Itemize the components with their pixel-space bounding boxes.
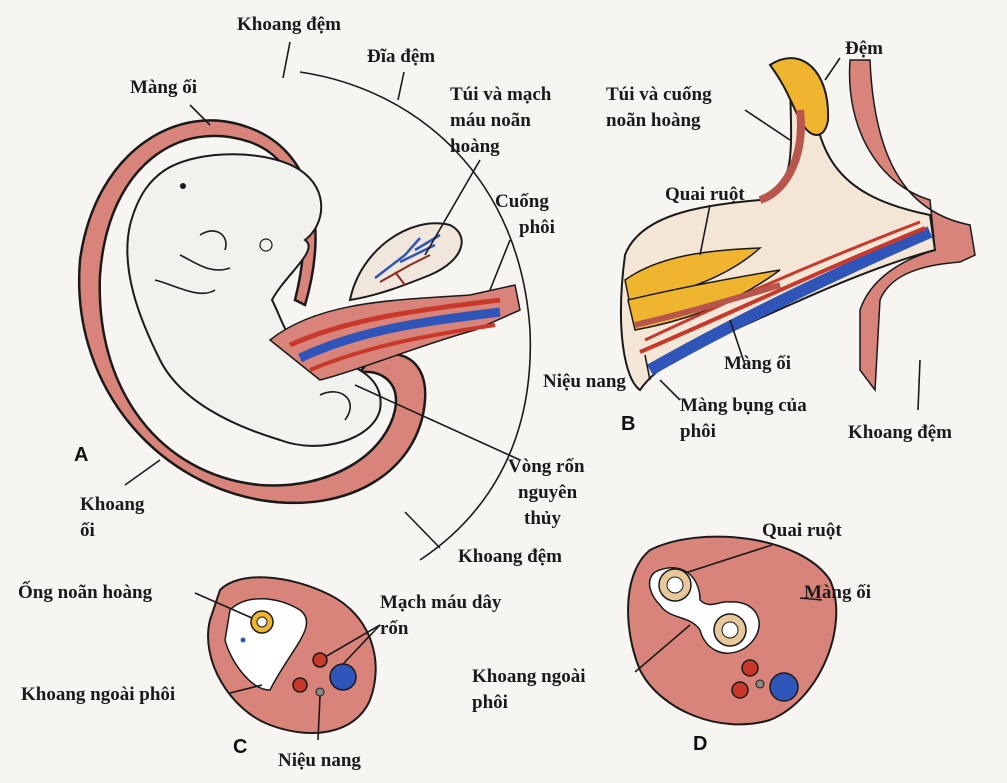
allantois-d (755, 679, 765, 689)
panel-b-leaders (644, 57, 921, 411)
embryo-limb (319, 391, 351, 421)
embryo-arch-lines (154, 230, 231, 295)
vitelline-vessels-red (379, 254, 431, 286)
label-a-khoang-dem-bottom: Khoang đệm (458, 546, 562, 567)
panel-a-leaders (124, 41, 521, 549)
label-c-ong: Ống noãn hoàng (18, 581, 153, 603)
allantois-c (315, 687, 325, 697)
umbilical-artery-c2 (292, 677, 308, 693)
label-b-dem: Đệm (845, 38, 883, 59)
label-a-khoang-oi-2: ối (80, 520, 95, 541)
umbilical-artery-d1 (741, 659, 759, 677)
label-b-quai: Quai ruột (665, 184, 745, 205)
label-d-quai: Quai ruột (762, 520, 842, 541)
panel-d-leaders (634, 544, 823, 673)
umbilical-artery-a2 (309, 323, 496, 372)
label-b-tui-2: noãn hoàng (606, 110, 701, 131)
label-a-vong-2: nguyên (518, 482, 578, 503)
label-c-mach-2: rốn (380, 618, 409, 639)
umbilical-artery-b2 (644, 220, 921, 342)
label-a-tui-mach-1: Túi và mạch (450, 84, 552, 105)
label-c-khoang: Khoang ngoài phôi (21, 684, 175, 705)
panel-d-figure (627, 535, 838, 726)
panel-label-c: C (233, 736, 247, 758)
label-a-cuong-2: phôi (519, 217, 555, 238)
small-vessel-c (240, 637, 246, 643)
label-d-khoang-2: phôi (472, 692, 508, 713)
label-b-mang-bung-2: phôi (680, 421, 716, 442)
umbilical-artery-d2 (731, 681, 749, 699)
panel-a-figure (77, 71, 532, 561)
chorionic-cavity-boundary (299, 71, 532, 561)
umbilical-artery-b (639, 226, 926, 354)
umbilical-vein-b (647, 226, 933, 376)
yolk-sac-a (348, 222, 463, 302)
yolk-sac-b (768, 57, 830, 136)
label-b-nieu: Niệu nang (543, 371, 626, 392)
label-a-khoang-oi-1: Khoang (80, 494, 145, 515)
panel-label-a: A (74, 444, 88, 466)
extraembryonic-coelom-c (224, 598, 308, 691)
umbilical-artery-c1 (312, 652, 328, 668)
label-a-tui-mach-3: hoàng (450, 136, 500, 157)
label-d-khoang-1: Khoang ngoài (472, 666, 586, 687)
label-d-mang-oi: Màng ối (804, 582, 871, 603)
panel-c-leaders (194, 592, 381, 741)
label-a-cuong-1: Cuống (495, 191, 549, 212)
vitelline-duct-c-inner (256, 616, 268, 628)
label-a-vong-3: thủy (524, 508, 561, 529)
panel-c-figure (207, 576, 377, 734)
embryo-ear (259, 238, 273, 252)
umbilical-vein-c (329, 663, 357, 691)
allantois-b (634, 282, 781, 328)
embryo-eye (180, 183, 186, 189)
label-a-mang-oi: Màng ối (130, 77, 197, 98)
umbilical-vein-a (298, 307, 501, 363)
panel-b-figure (620, 57, 976, 393)
gut-loop-d2-lumen (721, 621, 739, 639)
label-a-tui-mach-2: máu noãn (450, 110, 531, 131)
connecting-stalk (268, 284, 521, 381)
label-b-tui-1: Túi và cuống (606, 84, 712, 105)
panel-label-b: B (621, 413, 635, 435)
gut-loop-d1-lumen (666, 576, 684, 594)
label-c-mach-1: Mạch máu dây (380, 592, 502, 613)
label-b-mang-oi: Màng ối (724, 353, 791, 374)
umbilical-artery-a (288, 297, 501, 348)
label-a-dia-dem: Đĩa đệm (367, 46, 435, 67)
embryo-body (126, 153, 382, 447)
label-b-khoang-dem: Khoang đệm (848, 422, 952, 443)
label-a-khoang-dem-top: Khoang đệm (237, 14, 341, 35)
vitelline-duct-b (758, 109, 805, 204)
label-a-vong-1: Vòng rốn (508, 456, 585, 477)
label-c-nieu: Niệu nang (278, 750, 361, 771)
umbilical-vein-d (769, 672, 799, 702)
label-b-mang-bung-1: Màng bụng của (680, 395, 807, 416)
panel-label-d: D (693, 733, 707, 755)
chorionic-plate-b (848, 59, 976, 393)
